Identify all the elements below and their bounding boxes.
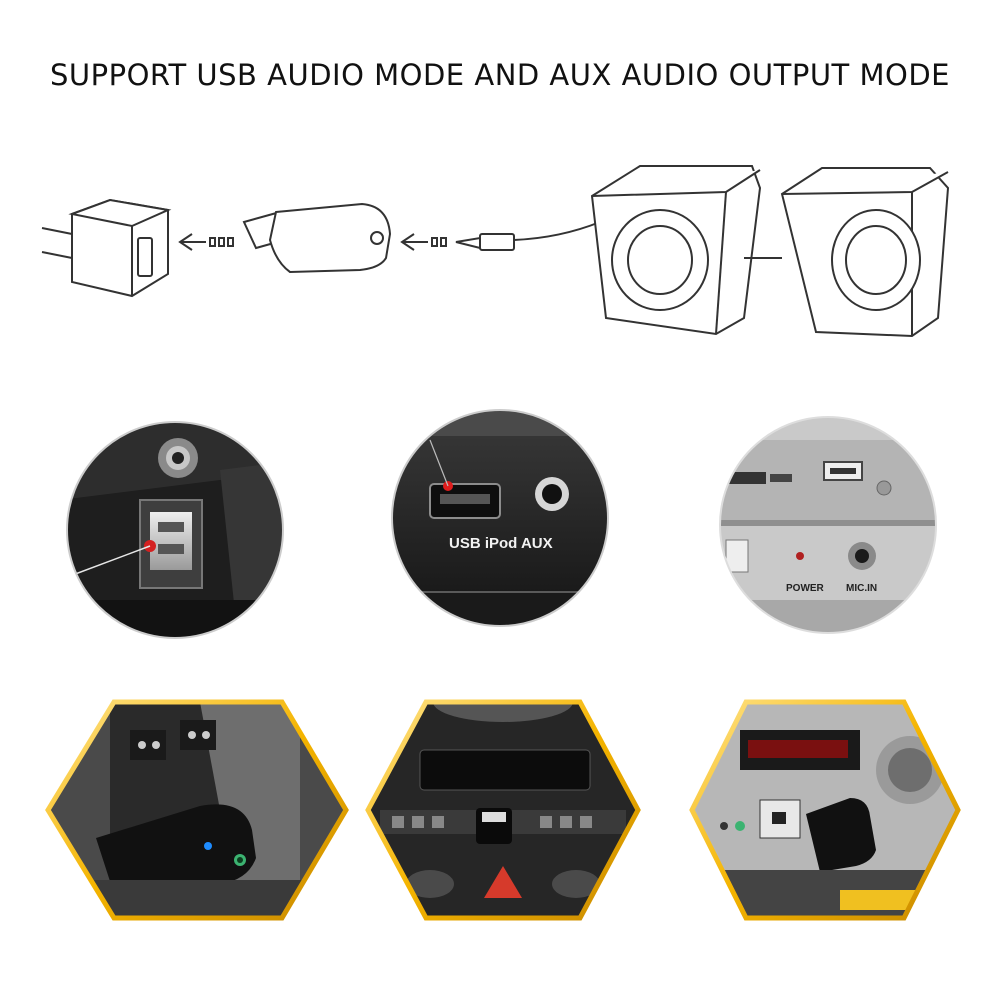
amplifier-panel-closeup-photo [718, 415, 938, 635]
arrow-left-icon [400, 233, 447, 251]
wall-adapter-icon [41, 198, 172, 298]
aux-plug-icon [455, 221, 601, 251]
power-label: POWER [786, 583, 825, 594]
arrow-left-icon [178, 233, 234, 251]
page-title: SUPPORT USB AUDIO MODE AND AUX AUDIO OUT… [49, 58, 950, 92]
receiver-in-car-dashboard-photo [365, 699, 641, 921]
usb-receiver-icon [242, 202, 392, 274]
head-unit-port-label: USB iPod AUX [449, 535, 553, 552]
mic-in-label: MIC.IN [846, 583, 877, 594]
receiver-in-amplifier-photo [45, 699, 349, 921]
head-unit-closeup-photo [390, 408, 610, 628]
speaker-icon [780, 167, 950, 338]
receiver-in-stereo-photo [689, 699, 961, 921]
speaker-icon [590, 165, 762, 336]
usb-port-closeup-photo [65, 420, 285, 640]
